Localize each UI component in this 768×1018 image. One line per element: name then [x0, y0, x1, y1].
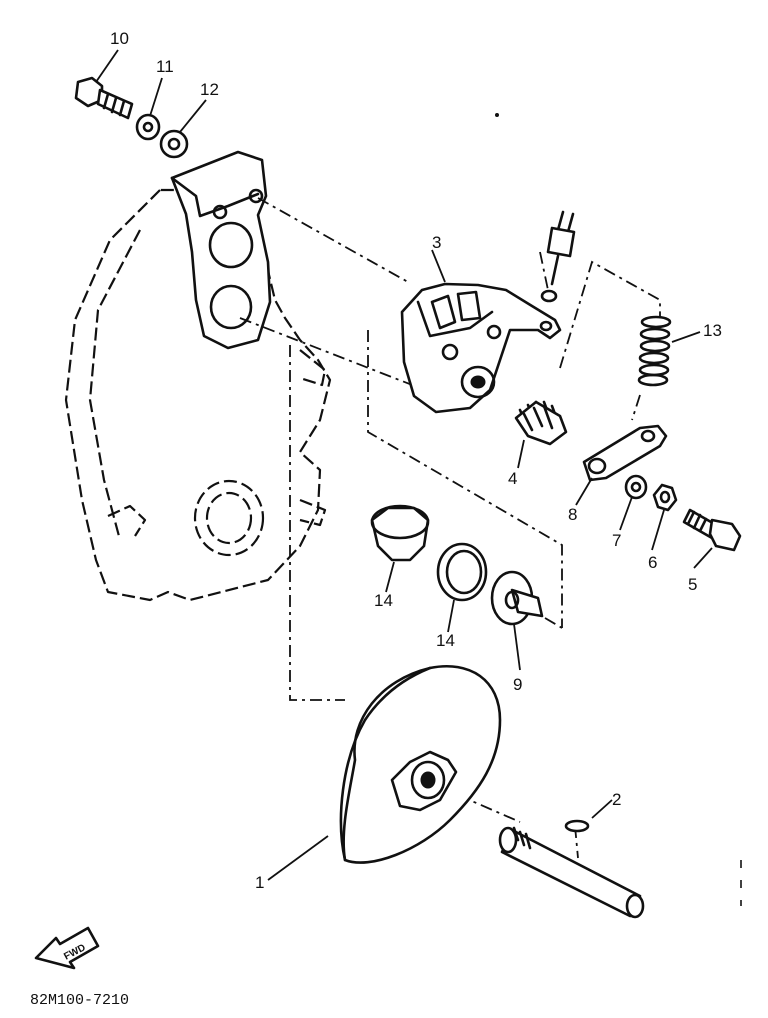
cable-end [540, 210, 576, 303]
lock-washer-11 [135, 113, 161, 141]
callout-9: 9 [513, 675, 522, 694]
callout-3: 3 [432, 233, 441, 252]
housing-ghost-outline [64, 188, 332, 602]
nut-6 [652, 483, 678, 512]
callout-2: 2 [612, 790, 621, 809]
callout-7: 7 [612, 531, 621, 550]
assembly-lines [239, 197, 661, 859]
bushing-14a [370, 504, 430, 562]
mounting-bracket [170, 150, 272, 350]
bolt-5 [682, 508, 742, 552]
pulley-disc [339, 665, 502, 864]
woodruff-key [564, 819, 590, 833]
bushing-14b [436, 542, 488, 602]
forward-arrow-icon: FWD [34, 926, 100, 970]
bolt-10 [74, 76, 134, 120]
callout-10: 10 [110, 29, 129, 48]
callout-8: 8 [568, 505, 577, 524]
leader-lines [95, 49, 713, 881]
coil-spring [637, 315, 672, 387]
washer-12 [159, 129, 189, 159]
callout-13: 13 [703, 321, 722, 340]
callout-6: 6 [648, 553, 657, 572]
small-spring [514, 400, 568, 446]
callout-1: 1 [255, 873, 264, 892]
callout-11: 11 [156, 57, 174, 76]
callout-12: 12 [200, 80, 219, 99]
shaft [498, 826, 645, 919]
collar-9 [490, 570, 544, 626]
callout-4: 4 [508, 469, 517, 488]
callout-14a: 14 [374, 591, 393, 610]
lever-bracket [400, 282, 562, 414]
scan-specks [495, 113, 742, 906]
callout-14b: 14 [436, 631, 455, 650]
washer-7 [624, 474, 648, 500]
lever-arm [582, 424, 668, 482]
callout-5: 5 [688, 575, 697, 594]
diagram-code: 82M100-7210 [30, 992, 129, 1009]
callout-labels: 1 2 3 4 5 6 7 8 9 10 11 12 13 14 14 [110, 29, 722, 892]
